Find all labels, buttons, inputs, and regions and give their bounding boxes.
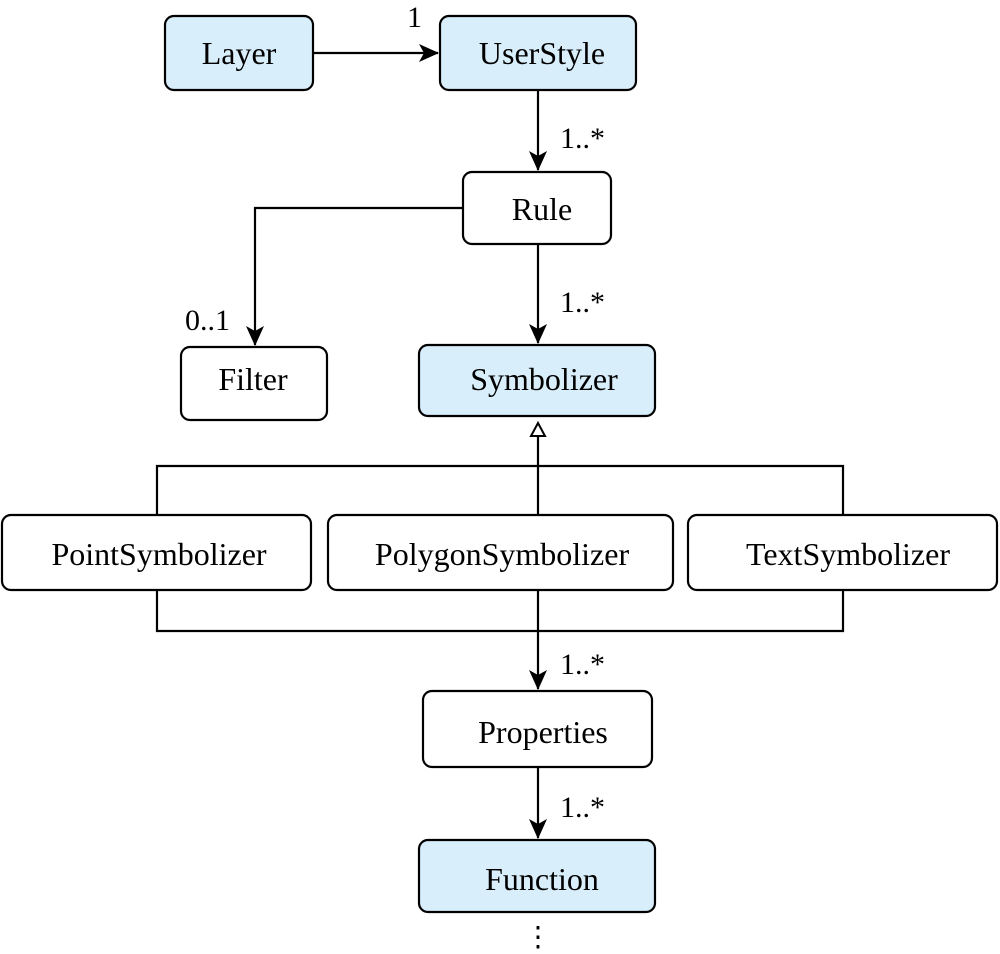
node-function-label: Function [485,861,599,897]
node-point-symbolizer: PointSymbolizer [0,513,313,592]
edge-rule-filter: 0..1 [185,206,463,346]
node-filter: Filter [179,345,329,422]
multiplicity-rule-symbolizer: 1..* [560,286,605,319]
node-userstyle-label: UserStyle [479,35,605,71]
node-point-symbolizer-label: PointSymbolizer [51,536,266,572]
generalization-symbolizer [155,420,845,515]
continuation-ellipsis: ⋮ [524,920,552,953]
edge-properties-function: 1..* [529,767,605,839]
multiplicity-layer-userstyle: 1 [407,1,422,34]
edge-userstyle-rule: 1..* [529,90,605,171]
node-userstyle: UserStyle [438,14,638,92]
node-properties: Properties [421,689,654,769]
edge-symbolizers-properties: 1..* [155,590,845,690]
edge-rule-symbolizer: 1..* [529,244,605,344]
node-rule-label: Rule [512,191,572,227]
node-text-symbolizer-label: TextSymbolizer [746,536,950,572]
node-polygon-symbolizer-label: PolygonSymbolizer [375,536,630,572]
node-layer-label: Layer [202,35,277,71]
node-function: Function [417,838,657,914]
node-properties-label: Properties [478,714,608,750]
edge-layer-userstyle: 1 [313,1,439,62]
generalization-triangle [529,420,547,437]
multiplicity-properties-function: 1..* [560,791,605,824]
node-layer: Layer [163,14,315,92]
node-rule: Rule [461,170,613,246]
node-polygon-symbolizer: PolygonSymbolizer [326,513,675,592]
multiplicity-userstyle-rule: 1..* [560,122,605,155]
node-symbolizer-label: Symbolizer [470,361,618,397]
node-text-symbolizer: TextSymbolizer [686,513,999,592]
multiplicity-symbolizers-properties: 1..* [560,648,605,681]
multiplicity-rule-filter: 0..1 [185,304,230,337]
node-filter-label: Filter [218,361,288,397]
node-symbolizer: Symbolizer [417,343,657,418]
